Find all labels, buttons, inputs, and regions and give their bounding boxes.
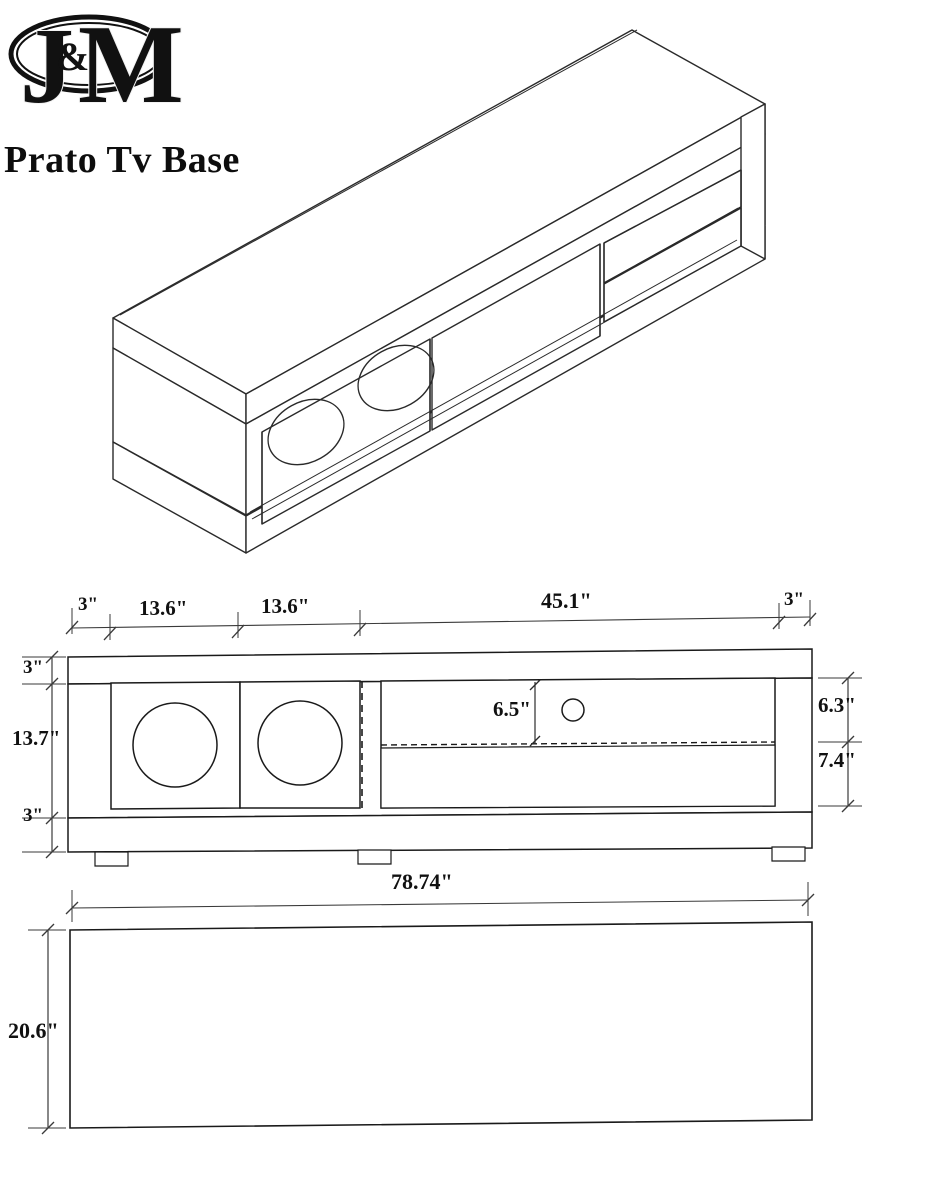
jm-logo-icon: J & M (8, 6, 185, 128)
front-left-dimension-lines (22, 650, 66, 859)
front-foot-right (771, 846, 806, 862)
plan-outline-rectangle (69, 921, 813, 1129)
front-foot-center (357, 849, 392, 865)
front-handle-circle-right (257, 700, 343, 786)
plan-geometry (69, 921, 813, 1129)
dim-label-open-section-width: 45.1" (541, 588, 592, 613)
plan-left-dimension-line (28, 923, 66, 1135)
dim-label-lower-drawer-height: 7.4" (818, 748, 856, 772)
front-shelf-dashed-line (380, 741, 776, 746)
dim-label-shelf-clearance: 6.5" (493, 697, 531, 721)
front-top-dimension-lines (65, 600, 817, 641)
inner-tick-bottom (529, 735, 541, 747)
front-right-dimension-lines (818, 671, 862, 813)
iso-drawer-gap-line-a (249, 239, 738, 513)
plan-slash-ticks (65, 893, 815, 915)
front-foot-left (94, 851, 129, 867)
dim-label-upper-shelf-opening: 6.3" (818, 693, 856, 717)
inner-tick-top (529, 679, 541, 691)
right-slash-ticks (841, 671, 855, 813)
logo-letter-m: M (78, 6, 184, 127)
front-geometry (67, 648, 813, 867)
plan-dim-run (71, 899, 809, 909)
plan-left-slash-ticks (41, 923, 55, 1135)
dim-label-overall-depth: 20.6" (8, 1018, 59, 1043)
slash-ticks (65, 612, 817, 641)
front-handle-circle-left (132, 702, 218, 788)
iso-drawer-gap-line-b (251, 246, 740, 520)
left-slash-ticks (45, 650, 59, 859)
front-plinth (67, 811, 813, 853)
logo-letter-ampersand: & (56, 34, 89, 79)
front-cable-hole-circle (561, 698, 585, 722)
front-top-dim-line (71, 616, 811, 629)
iso-handle-circle-right (357, 344, 435, 412)
dim-label-door-one-width: 13.6" (139, 596, 188, 620)
dim-label-right-overhang: 3" (784, 589, 805, 610)
product-title: Prato Tv Base (4, 139, 240, 181)
dim-label-door-two-width: 13.6" (261, 594, 310, 618)
dim-label-top-panel-thickness: 3" (23, 657, 44, 678)
front-drawer-face (380, 744, 776, 809)
brand-header: J & M Prato Tv Base (0, 2, 350, 192)
iso-cavity-top-edge (603, 169, 742, 244)
iso-geometry (112, 29, 766, 554)
plan-top-dimension-line (65, 882, 815, 922)
dim-label-plinth-height: 3" (23, 805, 44, 826)
iso-shelf-inner-edge (611, 207, 739, 280)
front-inner-dimension-line (529, 679, 541, 747)
iso-handle-circle-left (267, 398, 345, 466)
iso-top-highlight (119, 29, 638, 316)
logo-letter-j: J (20, 7, 74, 126)
dim-label-cabinet-body-height: 13.7" (12, 726, 61, 750)
dim-label-overall-width: 78.74" (391, 869, 453, 894)
dim-label-left-overhang: 3" (78, 594, 99, 615)
